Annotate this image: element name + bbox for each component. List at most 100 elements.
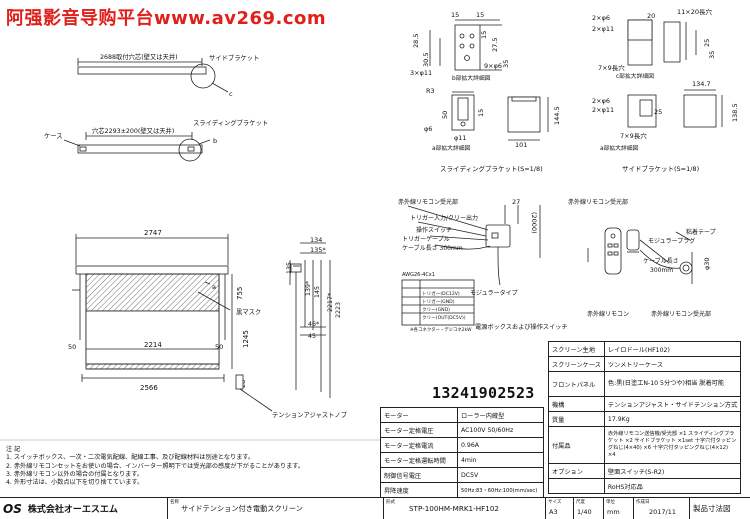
dim-15b: 15: [476, 11, 484, 19]
dim-46s: 46*: [308, 321, 319, 328]
product-name: サイドテンション付き電動スクリーン: [181, 503, 303, 513]
dim-135: 135: [286, 262, 293, 274]
size-cell: サイズ A3: [546, 498, 574, 519]
wire-row: クリー(OUT(DC5V)): [422, 315, 466, 321]
unit-label: 単位: [606, 500, 615, 505]
awg-label: AWG26-4Cx1: [402, 272, 435, 278]
dim-7x9: 7×9長穴: [598, 63, 625, 72]
company-cell: OS 株式会社オーエスエム: [0, 498, 168, 519]
a-detail-label: a部拡大詳細図: [432, 144, 471, 152]
unit-value: mm: [607, 507, 620, 516]
sliding-bracket-label: スライディングブラケット: [193, 118, 268, 127]
wire-row: トリガー(DC12V): [422, 290, 460, 297]
dim-145: 145: [314, 286, 321, 298]
dim-50: 50: [441, 111, 449, 119]
table-row: 付属品赤外線リモコン送信機/受光部 ×1 スライディングブラケット ×2 サイド…: [548, 426, 742, 464]
tension-knob-label: テンションアジャストノブ: [272, 410, 348, 419]
dim-7x9b: 7×9長穴: [620, 131, 647, 140]
dim-15c: 15: [480, 31, 488, 39]
dim-2688: 2688取付穴芯(壁又は天井): [100, 52, 178, 61]
dim-101: 101: [515, 141, 527, 149]
spec-table-right: スクリーン生地レイロドール(HF102) スクリーンケースツンメトリーケース フ…: [548, 341, 742, 494]
note-line: 3. 赤外線リモコン以外の場合の付属となります。: [6, 470, 144, 478]
top-view-sliding-bracket: 穴芯2293±200(壁又は天井) ケース スライディングブラケット b: [44, 118, 268, 162]
note-line: 1. スイッチボックス、一次・二次電気配線、配線工事、及び配線材料は別途となりま…: [6, 454, 255, 462]
callout-c: c: [229, 90, 233, 98]
trigger-label: トリガー入力/クリー出力: [410, 214, 478, 222]
model-label: 形式: [386, 500, 395, 505]
remote-view: 赤外線リモコン受光部 粘着テープ モジュラープラグ ケーブル長さ 300mm φ…: [568, 198, 716, 318]
table-row: スクリーンケースツンメトリーケース: [548, 356, 742, 372]
dim-755: 755: [236, 287, 244, 300]
dim-35-side: 35: [708, 51, 716, 59]
dim-15d: 15: [477, 109, 485, 117]
dim-2747: 2747: [144, 229, 162, 237]
dim-2phi6b: 2×φ6: [592, 97, 610, 105]
model-number: STP-100HM-MRK1-HF102: [409, 504, 499, 513]
trigger-cable-label: トリガーケーブル: [402, 235, 450, 243]
date-value: 2017/11: [649, 507, 677, 516]
date-label: 作成日: [636, 500, 650, 505]
table-row: フロントパネル色:黒(日塗工N-10 5分つや)相当 脱着可能: [548, 371, 742, 397]
scale-value: 1/40: [577, 507, 592, 516]
dim-25b: 25: [654, 108, 662, 116]
size-value: A3: [549, 507, 558, 516]
note-line: 4. 外形寸法は、小数点以下を切り捨てています。: [6, 479, 144, 487]
dim-2223: 2223: [335, 302, 342, 318]
callout-b: b: [213, 137, 217, 145]
watermark-text: 阿强影音导购平台www.av269.com: [6, 8, 327, 29]
dim-phi30: φ30: [703, 257, 711, 270]
op-switch-label: 操作スイッチ: [416, 226, 452, 234]
dim-1245: 1245: [242, 330, 250, 348]
wire-caption: ※各コネクター・デジコネ2kW: [410, 326, 472, 333]
dim-135s: 135*: [310, 246, 326, 254]
control-box-view: 27 (2000) 赤外線リモコン受光部 トリガー入力/クリー出力 操作スイッチ…: [398, 198, 568, 333]
dim-2214: 2214: [144, 341, 162, 349]
doc-type-cell: 製品寸法図: [690, 498, 750, 519]
dim-2phi11: 2×φ11: [592, 25, 614, 33]
b-detail-label: b部拡大詳細図: [452, 74, 491, 82]
company-logo: OS: [3, 501, 22, 516]
remote-caption: 赤外線リモコン: [587, 310, 629, 318]
phone-overlay: 13241902523: [432, 384, 535, 402]
a-detail-side-label: a部拡大詳細図: [600, 144, 639, 152]
tape-label: 粘着テープ: [686, 228, 716, 236]
callout-a: a: [212, 283, 216, 291]
dim-134-7: 134.7: [692, 80, 711, 88]
dim-r3: R3: [426, 87, 435, 95]
remote-cable-len: ケーブル長さ: [643, 257, 679, 265]
dim-15a: 15: [451, 11, 459, 19]
dim-2phi11b: 2×φ11: [592, 106, 614, 114]
black-mask-label: 黒マスク: [236, 308, 261, 316]
dim-2phi6: 2×φ6: [592, 14, 610, 22]
table-row: 機構テンションアジャスト・サイドテンション方式: [548, 396, 742, 412]
dim-3phi11: 3×φ11: [410, 69, 432, 77]
model-cell: 形式 STP-100HM-MRK1-HF102: [384, 498, 546, 519]
scale-cell: 尺度 1/40: [574, 498, 604, 519]
product-name-cell: 名称 サイドテンション付き電動スクリーン: [168, 498, 384, 519]
front-view: 2747 755 1245 50 2214 50 2566 28 黒マスク a …: [68, 229, 348, 419]
dim-2566: 2566: [140, 384, 158, 392]
dim-35: 35: [502, 60, 510, 68]
side-detail-caption: サイドブラケット(S=1/8): [622, 164, 699, 173]
dim-50b: 50: [215, 343, 223, 351]
modular-plug-label: モジュラープラグ: [648, 237, 695, 245]
size-label: サイズ: [548, 500, 562, 505]
top-view-side-bracket: 2688取付穴芯(壁又は天井) サイドブラケット c: [77, 52, 259, 98]
detail-sliding-bracket: 15 15 28.5 30.5 15 27.5 35 9×φ6 3×φ11 b部…: [410, 11, 561, 173]
dim-27-5: 27.5: [491, 38, 499, 52]
dim-27: 27: [512, 198, 520, 206]
note-line: 2. 赤外線リモコンセットをお使いの場合、インバーター照明下では受光部の感度が下…: [6, 462, 305, 470]
dim-45: 45: [308, 333, 316, 340]
dim-25: 25: [703, 39, 711, 47]
dim-2217s: 2217*: [327, 293, 334, 312]
remote-cable-len2: 300mm: [650, 267, 673, 274]
title-block: OS 株式会社オーエスエム 名称 サイドテンション付き電動スクリーン 形式 ST…: [0, 497, 750, 519]
